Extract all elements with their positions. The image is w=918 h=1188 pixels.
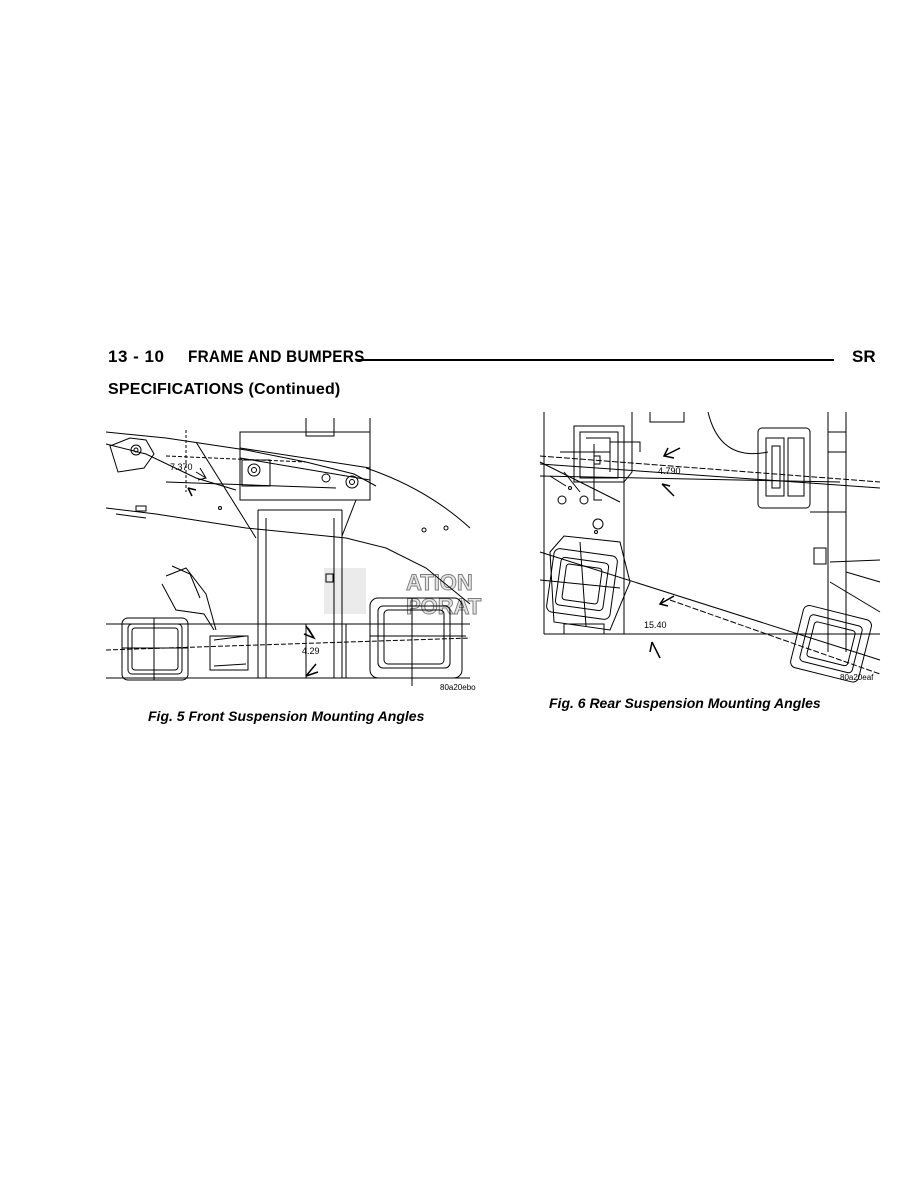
page-number: 13 - 10 (108, 347, 165, 366)
rear-suspension-drawing: 4.790 15.40 80a20eaf (539, 411, 881, 683)
lower-angle-label: 4.29 (302, 646, 320, 656)
figure-front-suspension: ATION PORAT (105, 418, 482, 696)
section-title: FRAME AND BUMPERS (188, 347, 365, 366)
upper-angle-label: 7.370 (170, 462, 193, 472)
svg-text:ATION: ATION (406, 570, 473, 595)
figure-6-caption: Fig. 6 Rear Suspension Mounting Angles (549, 695, 821, 711)
lower-angle-label: 15.40 (644, 620, 667, 630)
model-code: SR (852, 347, 876, 366)
figure-rear-suspension: 4.790 15.40 80a20eaf (539, 411, 881, 690)
upper-angle-label: 4.790 (658, 466, 681, 476)
specifications-heading: SPECIFICATIONS (Continued) (108, 381, 341, 398)
figure-5-caption: Fig. 5 Front Suspension Mounting Angles (148, 708, 425, 724)
header-rule (356, 359, 834, 361)
watermark: ATION PORAT (324, 568, 482, 620)
front-suspension-drawing: ATION PORAT (105, 418, 482, 692)
page-header: 13 - 10 FRAME AND BUMPERS SR (108, 347, 880, 371)
figure-code: 80a20eaf (840, 673, 874, 682)
figure-code: 80a20ebo (440, 683, 476, 692)
